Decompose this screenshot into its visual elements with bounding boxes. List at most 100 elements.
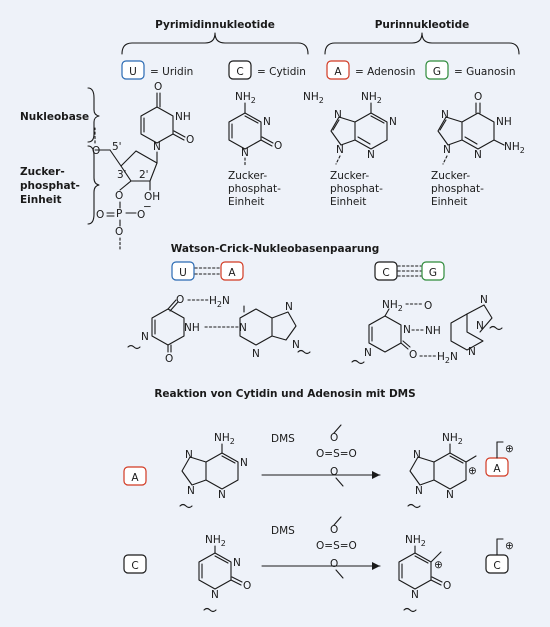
u-o4: O xyxy=(154,81,162,93)
rc-prod-charge: ⊕ xyxy=(434,559,443,571)
heading-reaction: Reaktion von Cytidin und Adenosin mit DM… xyxy=(154,388,415,400)
pair-u-letter: U xyxy=(179,267,187,279)
pair-u-a-structure: O NH O N H2N N N N N xyxy=(127,294,311,365)
ra-n3: N xyxy=(218,489,226,501)
p-charge: − xyxy=(143,201,152,213)
o5p: O xyxy=(92,145,100,157)
label-sugar-1: Zucker- xyxy=(20,166,65,178)
a-subunit-2: phosphat- xyxy=(330,183,383,195)
p-o-double: O xyxy=(96,209,104,221)
p-o-minus: O xyxy=(137,209,145,221)
brace-nucleobase xyxy=(87,87,100,143)
c-n1: N xyxy=(241,147,249,159)
legend-letter-g: G xyxy=(433,66,441,78)
pa-n3: N xyxy=(252,348,260,360)
legend-letter-c: C xyxy=(236,66,243,78)
reaction-output-c: C xyxy=(493,560,500,572)
g-subunit-2: phosphat- xyxy=(431,183,484,195)
heading-pairing: Watson-Crick-Nukleobasenpaarung xyxy=(171,243,380,255)
a-n9: N xyxy=(336,144,344,156)
pu-o4: O xyxy=(176,294,184,306)
legend-name-g: = Guanosin xyxy=(454,66,515,78)
legend-uridine: U = Uridin xyxy=(121,60,193,80)
ribose-c2p: 2' xyxy=(139,169,149,181)
guanine-base: O NH NH2 N N N Zucker- phosphat- Einheit xyxy=(431,91,525,208)
rc-n1: N xyxy=(211,589,219,601)
pu-n1: N xyxy=(141,331,149,343)
label-nucleobase: Nukleobase xyxy=(20,111,89,123)
g-nh: NH xyxy=(496,116,512,128)
legend-guanosine: G = Guanosin xyxy=(425,60,515,80)
adenine-base: NH2 N N N N Zucker- phosphat- Einheit xyxy=(330,91,397,208)
pair-a-letter: A xyxy=(228,267,236,279)
pc-n3: N xyxy=(403,324,411,336)
pu-nh: NH xyxy=(184,322,200,334)
legend-adenosine: A = Adenosin xyxy=(326,60,415,80)
heading-purine: Purinnukleotide xyxy=(375,19,470,31)
pair-c-letter: C xyxy=(382,267,389,279)
dms-a-s: O=S=O xyxy=(316,448,357,460)
ra-prod-n9: N xyxy=(415,485,423,497)
g-o6: O xyxy=(474,91,482,103)
rc-prod-n1: N xyxy=(411,589,419,601)
pa-nh2: H2N xyxy=(209,295,230,309)
ra-prod-n7: N xyxy=(413,449,421,461)
bracket-pyrimidine xyxy=(121,32,309,55)
reagent-label-c: DMS xyxy=(271,525,295,537)
pg-nh: NH xyxy=(425,325,441,337)
reaction-row-c: C NH2 N O N DMS O O=S=O O NH2 ⊕ O N C xyxy=(123,516,514,613)
ra-n7: N xyxy=(185,449,193,461)
u-o2: O xyxy=(186,134,194,146)
ra-n9: N xyxy=(187,485,195,497)
rc-n3: N xyxy=(233,557,241,569)
g-nh2: NH2 xyxy=(504,141,525,155)
o3p: O xyxy=(115,190,123,202)
reaction-input-c: C xyxy=(131,560,138,572)
pg-n9: N xyxy=(476,320,484,332)
pair-g-letter: G xyxy=(429,267,437,279)
g-subunit-1: Zucker- xyxy=(431,170,470,182)
c-subunit-1: Zucker- xyxy=(228,170,267,182)
legend-cytidine: C = Cytidin xyxy=(228,60,306,80)
ra-n1: N xyxy=(240,457,248,469)
ribose-c3p: 3' xyxy=(117,169,127,181)
a-n3: N xyxy=(367,149,375,161)
c-nh2: NH2 xyxy=(235,91,256,105)
legend-name-a: = Adenosin xyxy=(355,66,415,78)
g-n7: N xyxy=(441,109,449,121)
reagent-label-a: DMS xyxy=(271,433,295,445)
reaction-output-a: A xyxy=(493,463,501,475)
cytosine-base: NH2 N O N Zucker- phosphat- Einheit xyxy=(228,91,282,208)
rc-prod-o2: O xyxy=(443,580,451,592)
pa-prod-nh2: NH2 xyxy=(442,432,463,446)
pa-n1: N xyxy=(239,322,247,334)
g-subunit-3: Einheit xyxy=(431,196,467,208)
a-subunit-3: Einheit xyxy=(330,196,366,208)
pair-u-a-symbol: U A xyxy=(171,261,244,281)
ra-prod-n3: N xyxy=(446,489,454,501)
pair-c-g-symbol: C G xyxy=(374,261,445,281)
pu-o2: O xyxy=(165,353,173,365)
pa-n7: N xyxy=(285,301,293,313)
c-subunit-3: Einheit xyxy=(228,196,264,208)
pc-o2: O xyxy=(409,349,417,361)
pg-h2n: H2N xyxy=(437,351,458,365)
uridine-nucleotide: O NH O N 2' 3' OH 5' O O P O O − O xyxy=(92,81,194,251)
ribose-oh: OH xyxy=(144,191,160,203)
pc-n1: N xyxy=(364,347,372,359)
reaction-row-a: A NH2 N N N N DMS O O=S=O O NH2 ⊕ N N N … xyxy=(123,424,514,509)
a-nh2: NH2 xyxy=(361,91,382,105)
ra-prod-charge: ⊕ xyxy=(468,465,477,477)
ra-nh2: NH2 xyxy=(214,432,235,446)
dms-a-o2: O xyxy=(330,466,338,478)
heading-pyrimidine: Pyrimidinnukleotide xyxy=(155,19,275,31)
bracket-purine xyxy=(324,32,520,55)
phosphorus: P xyxy=(116,208,122,220)
reaction-output-c-charge: ⊕ xyxy=(505,540,514,552)
c-subunit-2: phosphat- xyxy=(228,183,281,195)
a-n1: N xyxy=(389,116,397,128)
c-n3: N xyxy=(263,116,271,128)
c-o2: O xyxy=(274,140,282,152)
rc-prod-nh2: NH2 xyxy=(405,534,426,548)
